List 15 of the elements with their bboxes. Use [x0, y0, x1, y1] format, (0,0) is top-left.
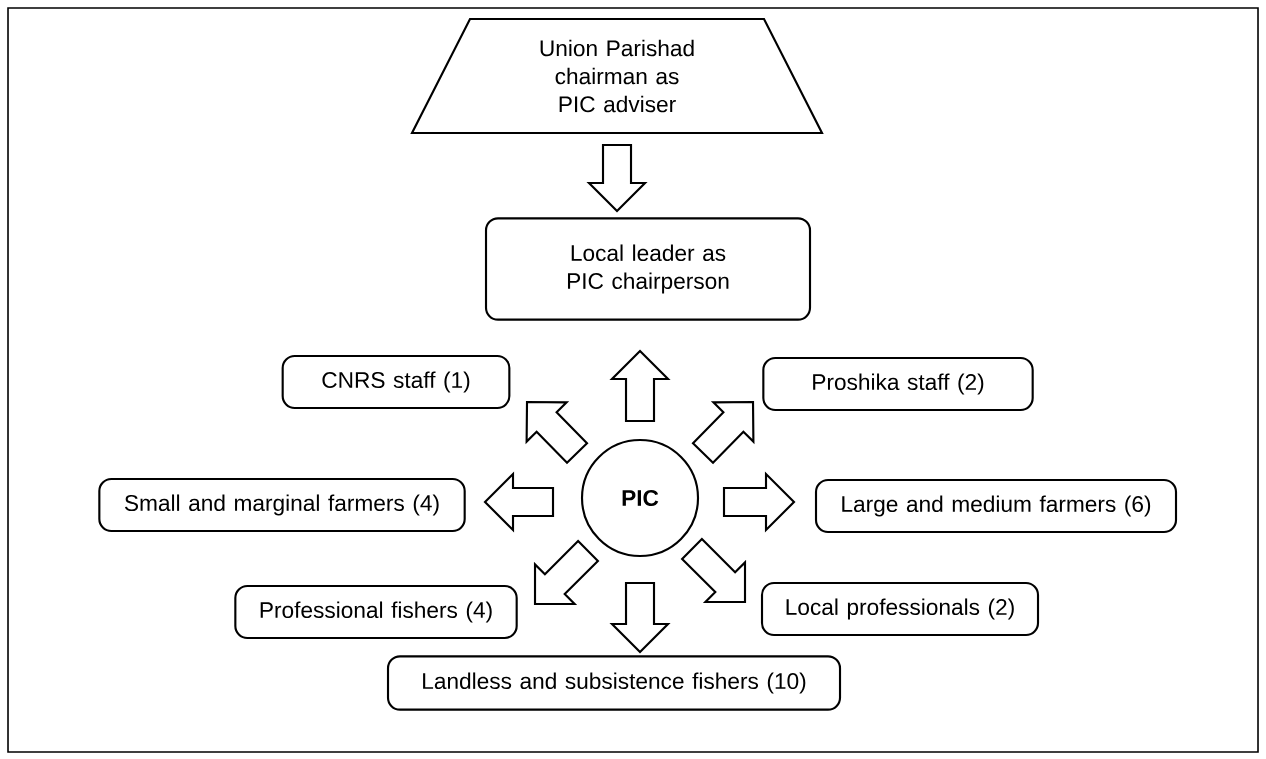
rounded-box: CNRS staff (1)	[281, 354, 511, 410]
block-arrow	[586, 143, 648, 213]
rounded-box: Professional fishers (4)	[234, 584, 518, 640]
trapezoid-box: Union Parishad chairman as PIC adviser	[410, 17, 824, 135]
rounded-box: Local professionals (2)	[760, 581, 1040, 637]
block-arrow	[483, 471, 555, 533]
block-arrow	[609, 581, 671, 654]
block-arrow	[609, 349, 671, 423]
block-arrow	[722, 471, 796, 533]
rounded-box: Proshika staff (2)	[762, 356, 1034, 412]
rounded-box: Small and marginal farmers (4)	[98, 477, 466, 533]
rounded-box: Large and medium farmers (6)	[814, 478, 1178, 534]
rounded-box: Local leader as PIC chairperson	[484, 217, 812, 321]
rounded-box: Landless and subsistence fishers (10)	[386, 655, 842, 711]
block-arrow	[691, 400, 755, 465]
